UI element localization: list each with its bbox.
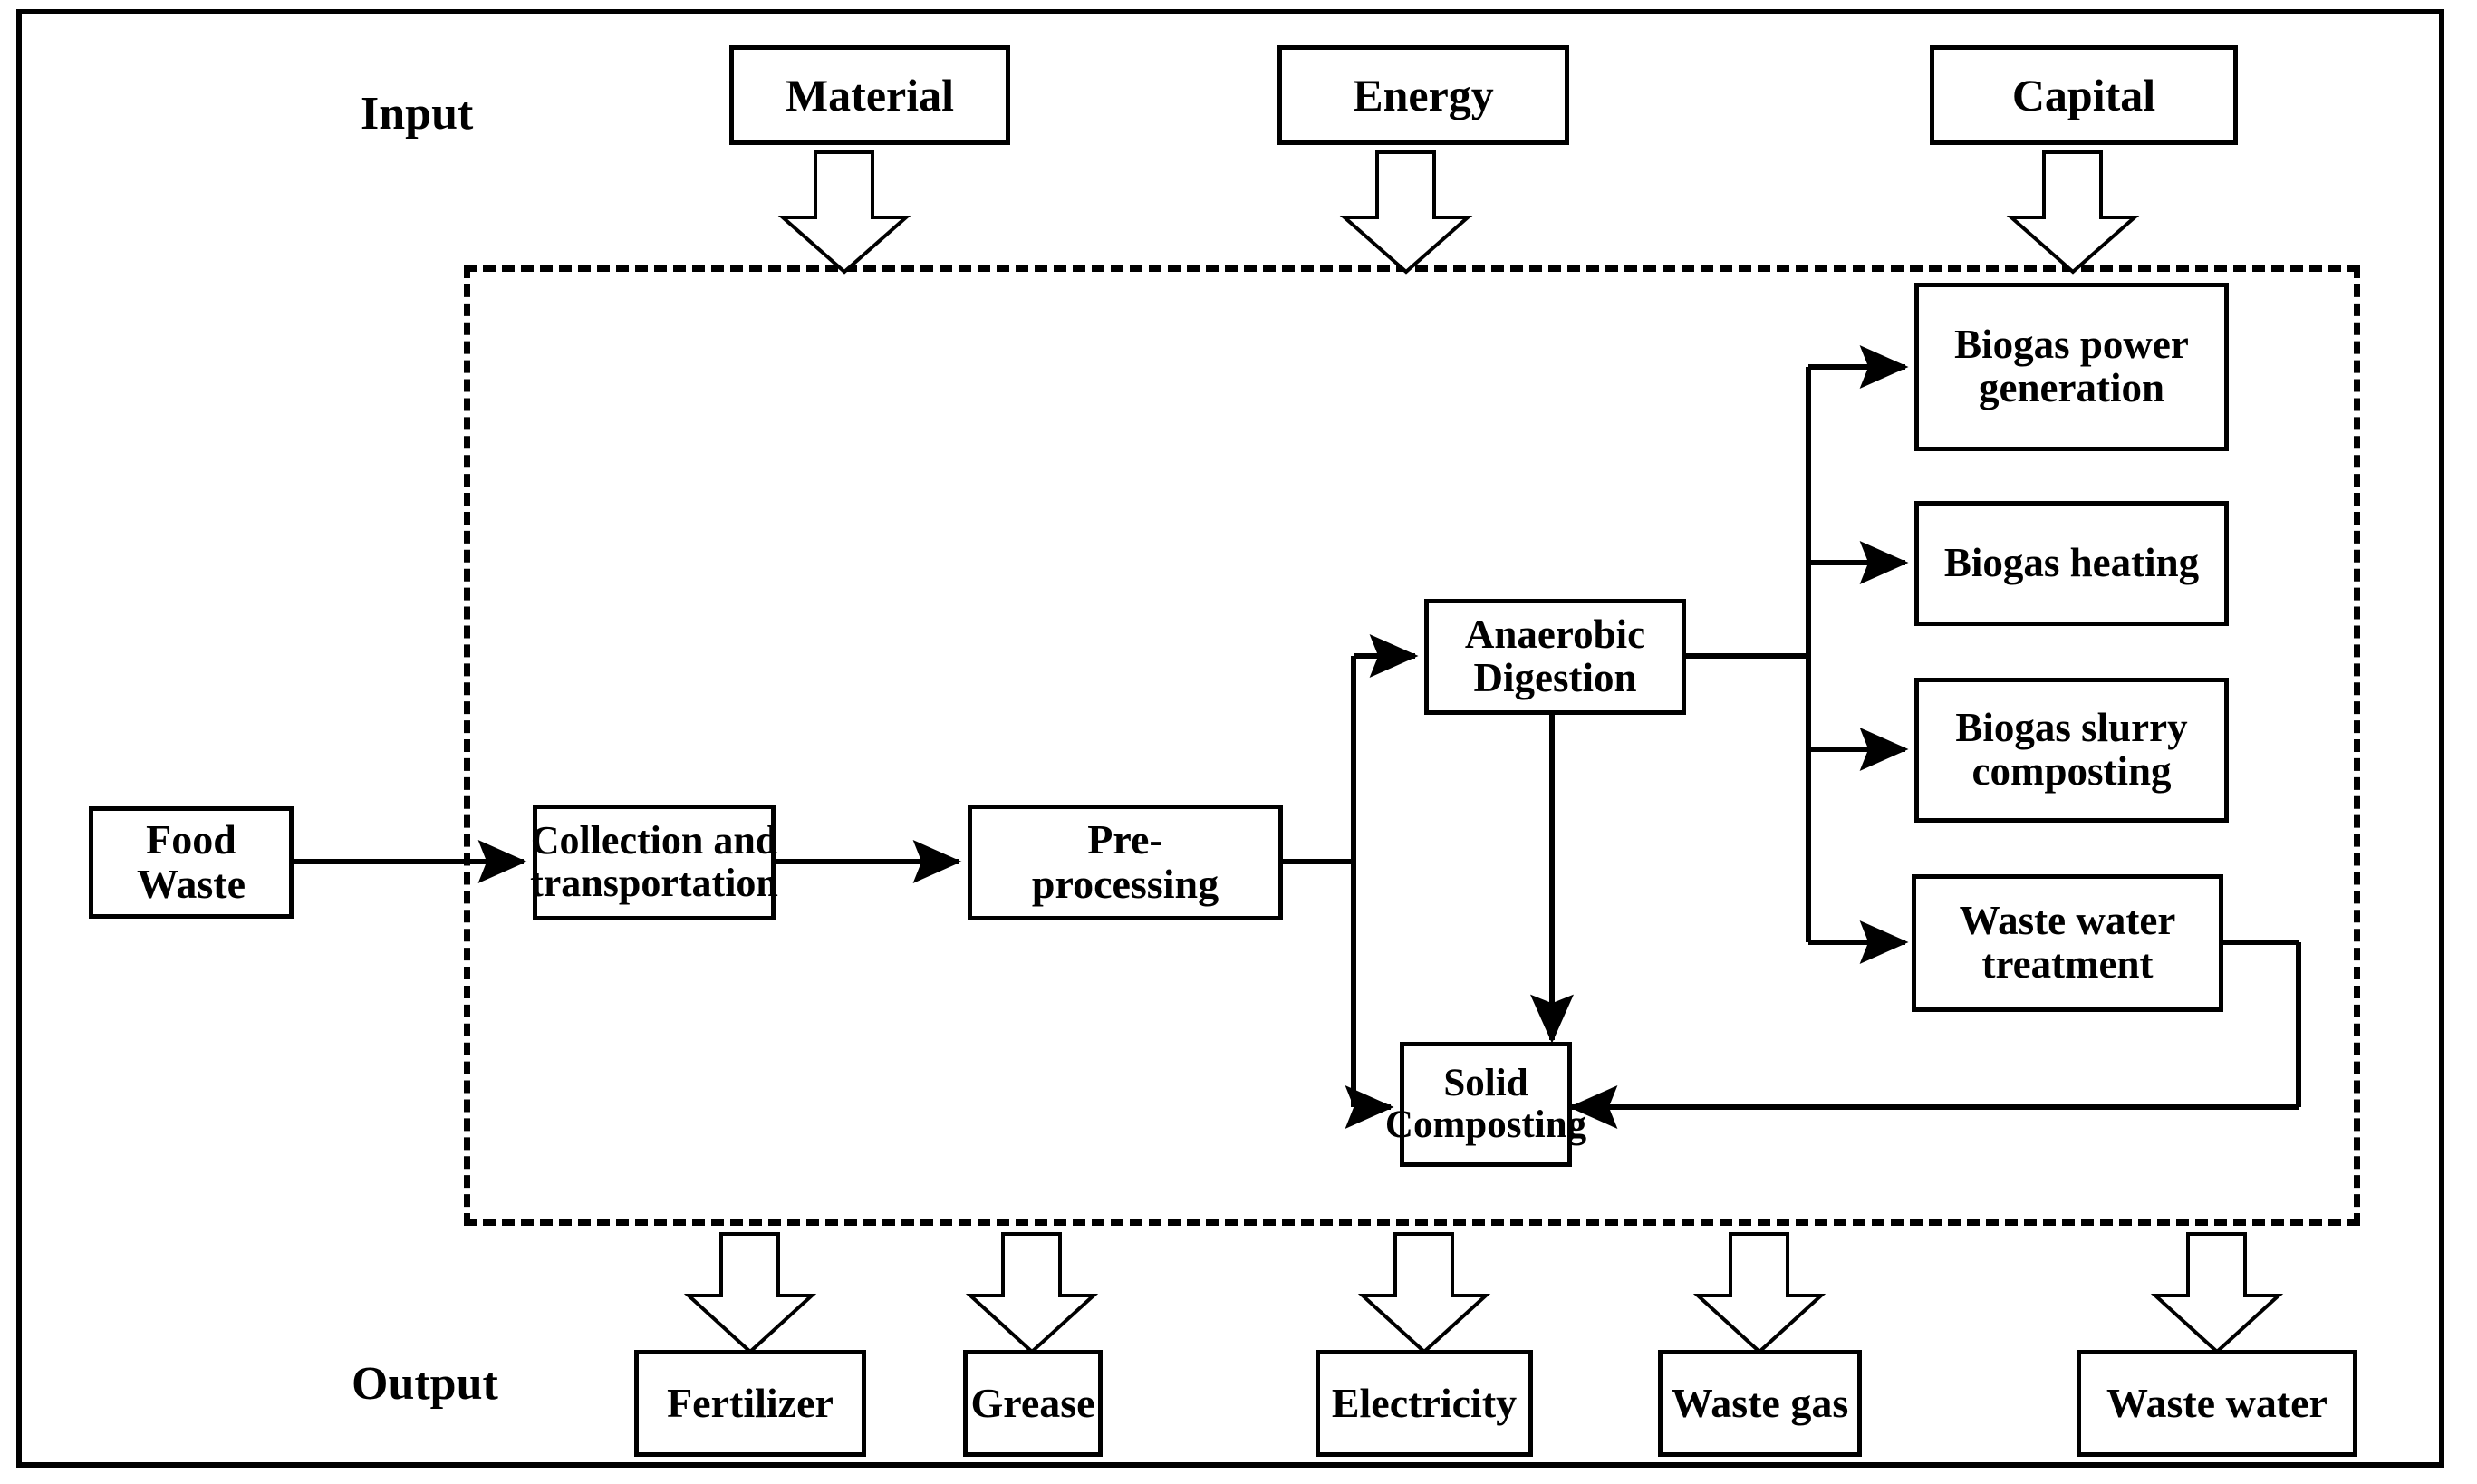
input-node-energy[interactable]: Energy	[1277, 45, 1569, 145]
process-node-waste-water-treatment-label: Waste water treatment	[1959, 898, 2176, 987]
output-arrow-waste-gas	[1692, 1232, 1826, 1354]
input-node-energy-label: Energy	[1353, 69, 1494, 120]
output-arrow-grease	[965, 1232, 1099, 1354]
output-arrow-electricity	[1357, 1232, 1491, 1354]
process-node-solid-composting-label: Solid Composting	[1384, 1062, 1587, 1146]
process-node-collection-and-transportation-label: Collection and transportation	[530, 818, 778, 905]
input-node-material[interactable]: Material	[729, 45, 1010, 145]
output-node-grease[interactable]: Grease	[963, 1350, 1103, 1457]
process-node-pre-processing-label: Pre- processing	[1031, 816, 1219, 907]
process-node-waste-water-treatment[interactable]: Waste water treatment	[1912, 874, 2223, 1012]
output-node-waste-gas[interactable]: Waste gas	[1658, 1350, 1862, 1457]
output-row-label: Output	[352, 1358, 498, 1410]
input-node-capital-label: Capital	[2011, 69, 2156, 120]
outer-frame	[16, 9, 2444, 1468]
output-node-electricity-label: Electricity	[1331, 1379, 1518, 1426]
input-arrow-capital	[2006, 150, 2140, 275]
process-node-collection-and-transportation[interactable]: Collection and transportation	[530, 805, 778, 920]
process-node-food-waste-label: Food Waste	[136, 816, 246, 907]
output-node-waste-gas-label: Waste gas	[1671, 1379, 1849, 1426]
process-node-anaerobic-digestion-label: Anaerobic Digestion	[1464, 612, 1646, 700]
input-row-label: Input	[361, 88, 474, 140]
process-node-biogas-power-generation-label: Biogas power generation	[1954, 322, 2189, 410]
output-node-fertilizer-label: Fertilizer	[667, 1379, 834, 1426]
process-node-food-waste[interactable]: Food Waste	[89, 806, 294, 919]
input-node-material-label: Material	[785, 69, 954, 120]
process-node-biogas-slurry-composting[interactable]: Biogas slurry composting	[1914, 678, 2229, 823]
output-node-electricity[interactable]: Electricity	[1316, 1350, 1533, 1457]
output-node-waste-water[interactable]: Waste water	[2077, 1350, 2357, 1457]
input-node-capital[interactable]: Capital	[1930, 45, 2238, 145]
output-arrow-fertilizer	[683, 1232, 817, 1354]
process-node-biogas-slurry-composting-label: Biogas slurry composting	[1955, 705, 2188, 794]
output-arrow-waste-water	[2150, 1232, 2284, 1354]
output-node-grease-label: Grease	[970, 1379, 1095, 1426]
process-node-biogas-heating[interactable]: Biogas heating	[1914, 501, 2229, 626]
process-node-pre-processing[interactable]: Pre- processing	[968, 805, 1283, 920]
output-node-waste-water-label: Waste water	[2106, 1379, 2328, 1426]
process-node-biogas-heating-label: Biogas heating	[1943, 540, 2200, 586]
output-node-fertilizer[interactable]: Fertilizer	[634, 1350, 866, 1457]
input-arrow-material	[777, 150, 911, 275]
process-node-anaerobic-digestion[interactable]: Anaerobic Digestion	[1424, 599, 1686, 715]
input-arrow-energy	[1339, 150, 1473, 275]
process-node-biogas-power-generation[interactable]: Biogas power generation	[1914, 283, 2229, 451]
process-node-solid-composting[interactable]: Solid Composting	[1385, 1042, 1586, 1167]
